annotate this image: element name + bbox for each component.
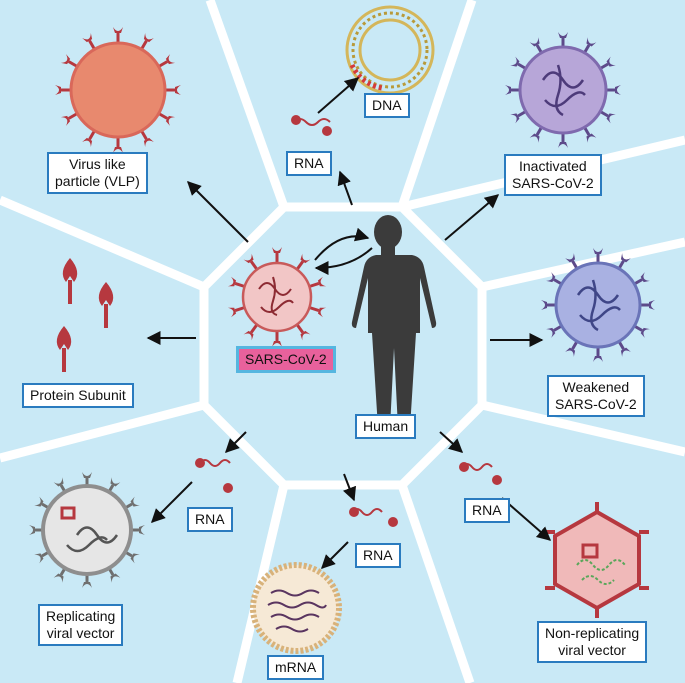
protein-subunit-label: Protein Subunit [22,383,134,408]
rna-right-label: RNA [464,498,510,523]
rna-strand-icon [195,458,502,527]
sars-cov-2-label: SARS-CoV-2 [236,346,336,373]
vlp-label-line-1: Virus like [69,156,126,172]
protein-subunit-icon [56,258,114,372]
non-replicating-label: Non-replicating viral vector [537,621,648,663]
non-replicating-label-line-1: Non-replicating [545,625,640,641]
human-label: Human [355,414,417,439]
weakened-label-line-2: SARS-CoV-2 [555,396,637,412]
mrna-lipid-nanoparticle-icon [250,562,342,654]
inactivated-virus-icon [505,32,621,148]
vlp-label: Virus like particle (VLP) [47,152,148,194]
inactivated-label: Inactivated SARS-CoV-2 [504,154,602,196]
human-silhouette-icon [351,215,437,428]
rna-bottom-label: RNA [355,543,401,568]
rna-strand-icon [291,115,332,136]
arrows [146,77,552,569]
rna-left-label: RNA [187,507,233,532]
inactivated-label-line-1: Inactivated [518,158,587,174]
non-replicating-label-line-2: viral vector [558,642,626,658]
replicating-vector-icon [29,472,145,588]
sars-cov-2-virus-icon [227,247,327,347]
virus-like-particle-icon [55,27,181,153]
weakened-label-line-1: Weakened [562,379,630,395]
weakened-label: Weakened SARS-CoV-2 [547,375,645,417]
inactivated-label-line-2: SARS-CoV-2 [512,175,594,191]
replicating-label-line-1: Replicating [46,608,116,624]
mrna-label: mRNA [267,655,325,680]
dna-label: DNA [364,93,410,118]
weakened-virus-icon [541,248,655,362]
replicating-label-line-2: viral vector [46,625,115,641]
rna-top-label: RNA [286,151,332,176]
non-replicating-vector-icon [545,502,649,618]
replicating-label: Replicating viral vector [38,604,124,646]
vlp-label-line-2: particle (VLP) [55,173,140,189]
